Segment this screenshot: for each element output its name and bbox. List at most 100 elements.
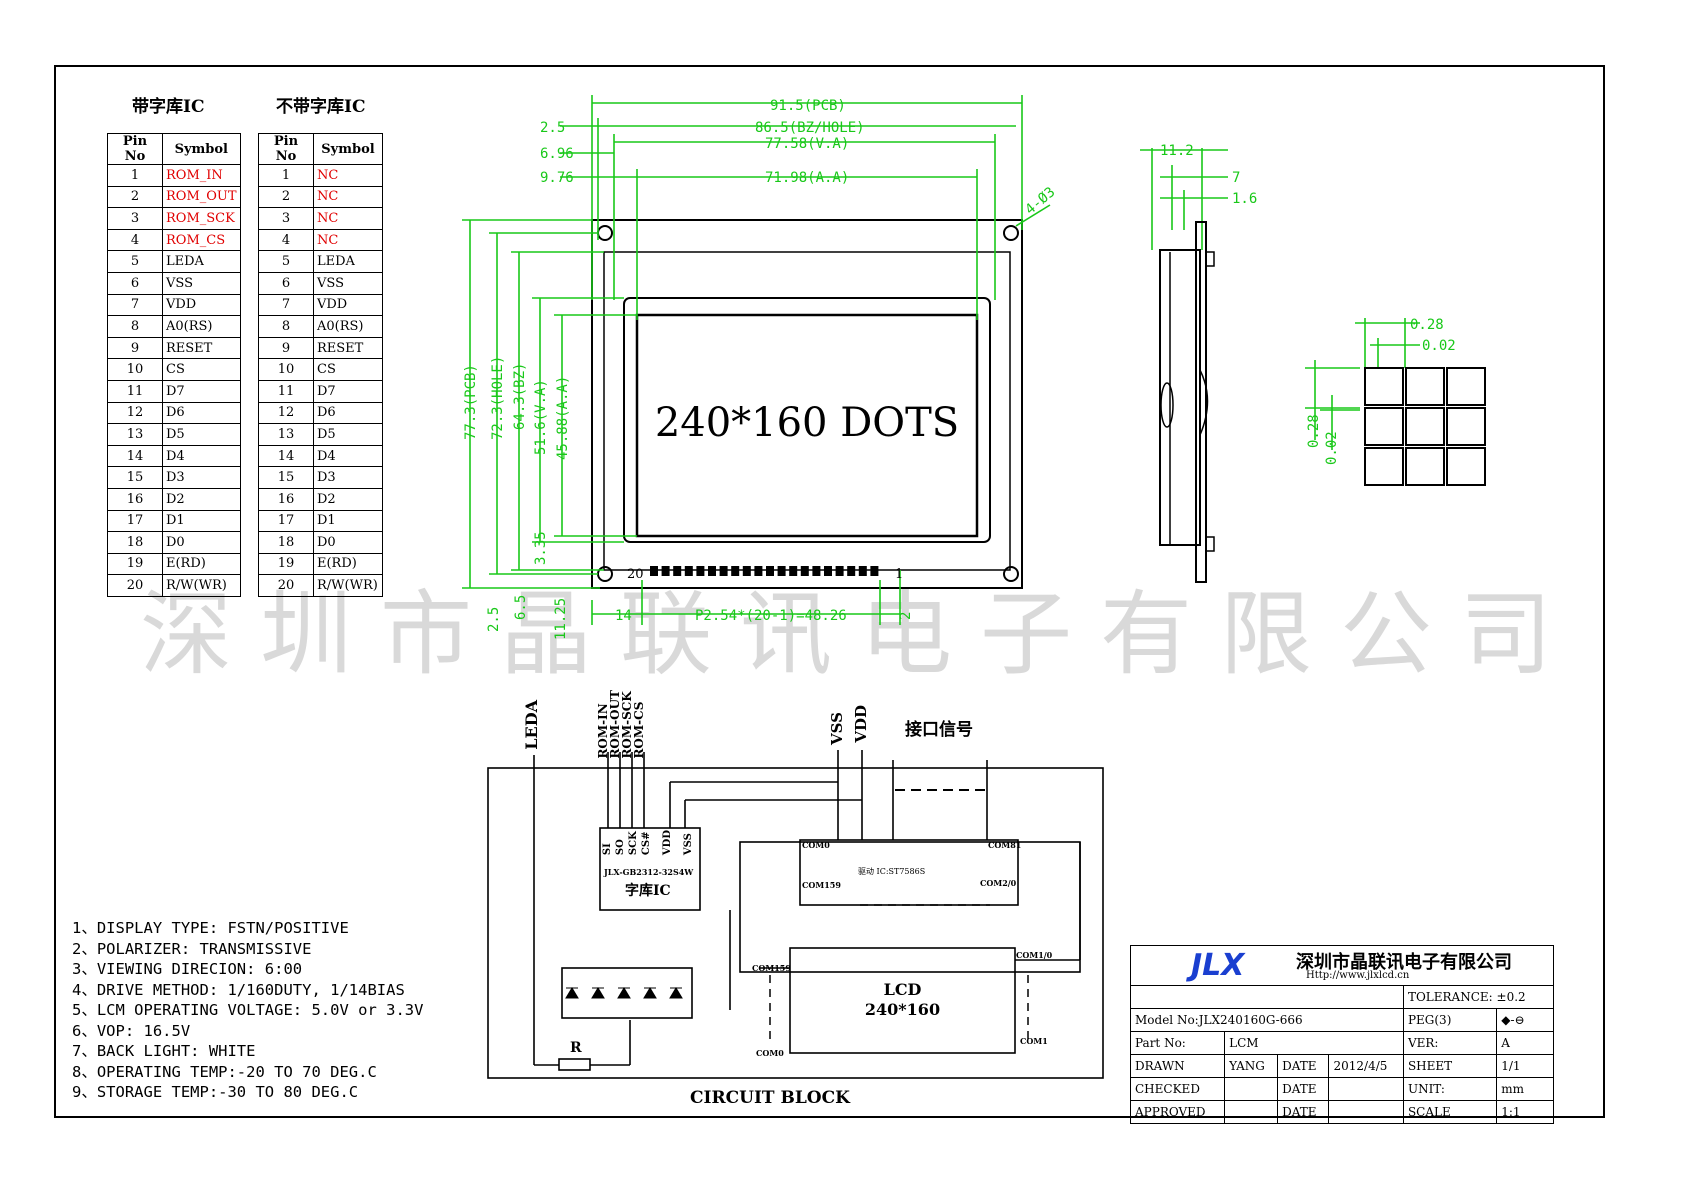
font-ic-pin: SCK	[628, 831, 639, 856]
scale-value: 1:1	[1496, 1100, 1554, 1124]
pin-symbol: ROM_OUT	[162, 185, 241, 209]
pin-symbol: ROM_CS	[162, 228, 241, 252]
header-pin	[847, 566, 856, 576]
pin-symbol: R/W(WR)	[162, 574, 241, 597]
spec-item: 4、DRIVE METHOD: 1/160DUTY, 1/14BIAS	[72, 980, 405, 999]
font-ic-pin: VDD	[662, 830, 673, 856]
jlx-logo: JLX	[1191, 948, 1245, 983]
unit-value: mm	[1496, 1077, 1554, 1101]
part-no-value: LCM	[1224, 1031, 1404, 1055]
header-pin	[754, 566, 763, 576]
company-url: Http://www.jlxlcd.cn	[1306, 970, 1410, 981]
pin-number: 10	[107, 358, 163, 381]
svg-text:0.02: 0.02	[1324, 431, 1340, 465]
interface-signal-label: 接口信号	[905, 720, 973, 740]
svg-text:0.28: 0.28	[1306, 414, 1322, 448]
dim-aa-width: 71.98(A.A)	[765, 170, 849, 186]
col-pin-no: Pin No	[258, 133, 314, 165]
spec-item: 7、BACK LIGHT: WHITE	[72, 1042, 256, 1060]
ver-label: VER:	[1402, 1031, 1498, 1055]
ver-value: A	[1496, 1031, 1554, 1055]
col-symbol: Symbol	[313, 133, 383, 165]
drawn-by: YANG	[1224, 1054, 1279, 1078]
driver-com2: COM2/0	[980, 878, 1017, 888]
pin-number: 19	[258, 552, 314, 576]
header-pin	[742, 566, 751, 576]
svg-text:64.3(BZ): 64.3(BZ)	[512, 363, 528, 430]
projection-symbol: ◆-⊖	[1496, 1008, 1554, 1032]
svg-text:45.88(A.A): 45.88(A.A)	[555, 376, 571, 460]
svg-text:1.6: 1.6	[1232, 191, 1257, 207]
pin-symbol: RESET	[162, 336, 241, 360]
pin-number: 4	[107, 228, 163, 252]
pin-number: 1	[107, 164, 163, 187]
pin-label-left: 20	[627, 567, 644, 582]
pin-number: 11	[258, 379, 314, 403]
header-pin	[824, 566, 832, 576]
header-pin	[835, 566, 844, 576]
header-pin	[719, 566, 728, 576]
svg-text:11.25: 11.25	[553, 598, 569, 640]
col-pin-no: Pin No	[107, 133, 163, 165]
driver-com81: COM81	[988, 840, 1022, 850]
pin-symbol: D3	[162, 466, 241, 489]
header-pin	[684, 566, 693, 576]
pin-number: 11	[107, 379, 163, 403]
lcd-com1-0: COM1/0	[1016, 950, 1053, 960]
svg-text:77.3(PCB): 77.3(PCB)	[463, 364, 479, 440]
pin-number: 19	[107, 552, 163, 576]
driver-com159: COM159	[802, 880, 841, 890]
pin-symbol: NC	[313, 207, 383, 230]
pin-symbol: D7	[313, 379, 383, 403]
spec-item: 8、OPERATING TEMP:-20 TO 70 DEG.C	[72, 1062, 377, 1081]
header-pin	[766, 566, 774, 576]
date-label-2: DATE	[1277, 1077, 1330, 1101]
pin-symbol: E(RD)	[313, 552, 383, 576]
unit-label: UNIT:	[1402, 1077, 1498, 1101]
header-pin	[731, 566, 740, 576]
pin-symbol: CS	[313, 358, 383, 381]
pin-symbol: D6	[313, 401, 383, 425]
pin-symbol: NC	[313, 164, 383, 187]
spec-item: 1、DISPLAY TYPE: FSTN/POSITIVE	[72, 919, 349, 937]
svg-text:4-Ø3: 4-Ø3	[1022, 184, 1058, 218]
svg-text:2: 2	[898, 612, 914, 620]
sheet-label: SHEET	[1402, 1054, 1498, 1078]
font-ic-label: 字库IC	[625, 883, 671, 899]
svg-text:6.5: 6.5	[513, 595, 529, 620]
pin-symbol: D1	[162, 509, 241, 533]
pin-number: 20	[258, 574, 314, 597]
pin-number: 17	[107, 509, 163, 533]
svg-text:72.3(HOLE): 72.3(HOLE)	[490, 356, 506, 440]
header-pin	[650, 566, 658, 576]
sheet-value: 1/1	[1496, 1054, 1554, 1078]
resistor-label: R	[570, 1040, 582, 1056]
pin-symbol: ROM_SCK	[162, 207, 241, 230]
vss-label: VSS	[828, 712, 846, 745]
title-header: JLX 深圳市晶联讯电子有限公司 Http://www.jlxlcd.cn	[1130, 945, 1554, 985]
header-pin	[789, 566, 798, 576]
svg-text:7: 7	[1232, 170, 1240, 186]
svg-text:11.2: 11.2	[1160, 143, 1194, 159]
spec-item: 9、STORAGE TEMP:-30 TO 80 DEG.C	[72, 1083, 359, 1101]
driver-com0: COM0	[802, 840, 830, 850]
